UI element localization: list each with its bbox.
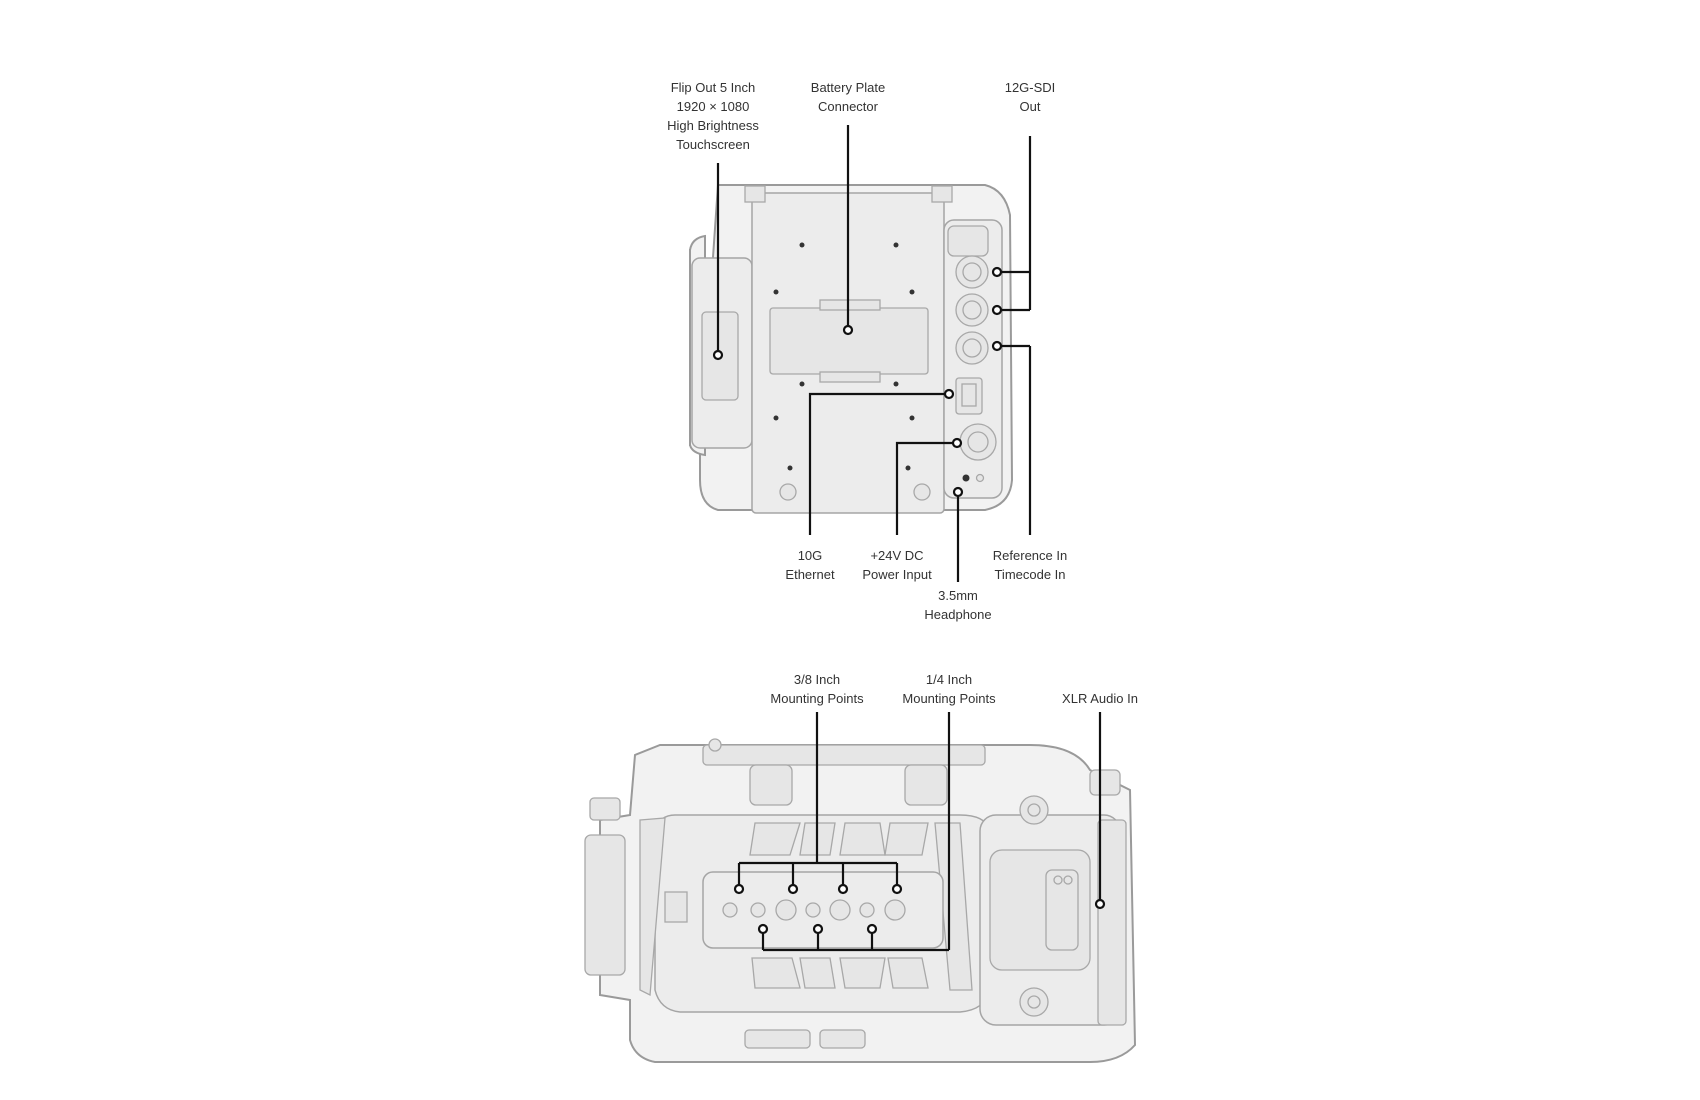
strap-lug-bottom <box>1019 987 1049 1017</box>
callout-touchscreen: Flip Out 5 Inch 1920 × 1080 High Brightn… <box>667 80 759 152</box>
strap-lug-top <box>1019 795 1049 825</box>
callout-headphone: 3.5mm Headphone <box>924 588 992 622</box>
mounting-holes <box>722 899 906 921</box>
callout-sdi-out: 12G-SDI Out <box>1004 80 1056 114</box>
bnc-connector-3 <box>955 331 989 365</box>
rear-view-camera <box>689 125 1032 582</box>
callout-mount-3-8: 3/8 Inch Mounting Points <box>770 672 864 706</box>
power-connector <box>959 423 997 461</box>
callout-xlr-audio: XLR Audio In <box>1062 691 1138 706</box>
headphone-jack <box>962 474 970 482</box>
callout-ethernet: 10G Ethernet <box>785 548 835 582</box>
callout-battery-plate: Battery Plate Connector <box>810 80 886 114</box>
bnc-connector-2 <box>955 293 989 327</box>
callout-reference-timecode: Reference In Timecode In <box>992 548 1068 582</box>
callout-mount-1-4: 1/4 Inch Mounting Points <box>902 672 996 706</box>
bnc-connector-1 <box>955 255 989 289</box>
callout-power-input: +24V DC Power Input <box>862 548 932 582</box>
bottom-view-camera <box>584 712 1137 1063</box>
